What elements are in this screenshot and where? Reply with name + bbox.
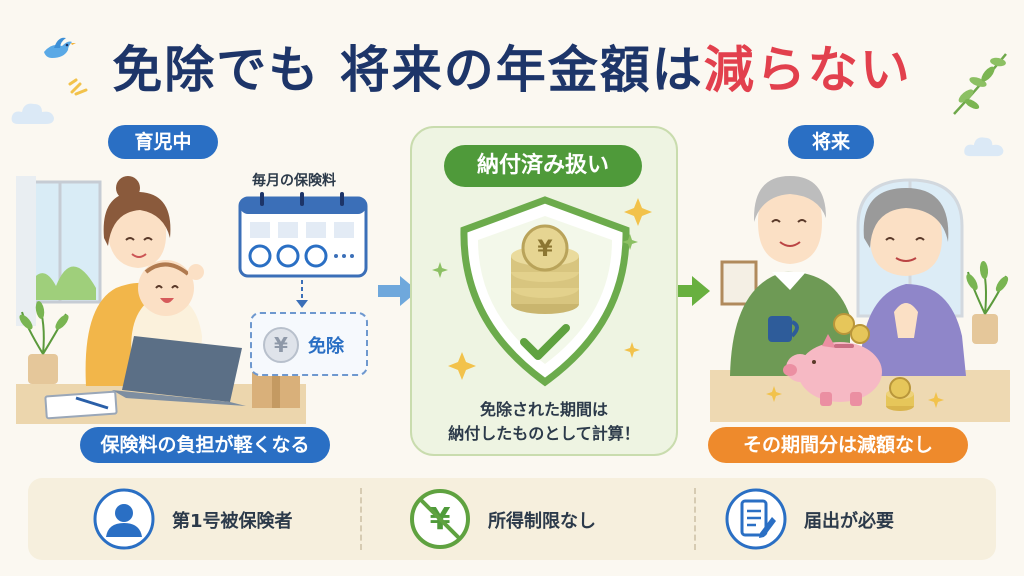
feature-label-no-income-limit: 所得制限なし bbox=[488, 511, 596, 532]
caption-childcare: 保険料の負担が軽くなる bbox=[80, 427, 330, 463]
cloud-icon bbox=[964, 137, 1004, 157]
feature-label-notification-required: 届出が必要 bbox=[804, 511, 894, 532]
title-highlight: 減らない bbox=[703, 41, 912, 99]
tag-treated-as-paid: 納付済み扱い bbox=[444, 145, 642, 187]
center-line1: 免除された期間は bbox=[479, 400, 608, 419]
caption-no-reduction: その期間分は減額なし bbox=[708, 427, 968, 463]
svg-text:¥: ¥ bbox=[274, 333, 288, 357]
page-title: 免除でも 将来の年金額は減らない bbox=[112, 41, 912, 99]
tag-future: 将来 bbox=[788, 125, 874, 159]
feature-label-category: 第1号被保険者 bbox=[172, 511, 293, 532]
document-pen-icon bbox=[725, 488, 787, 550]
bird-icon bbox=[44, 37, 76, 58]
calendar-label: 毎月の保険料 bbox=[252, 173, 336, 189]
center-description: 免除された期間は 納付したものとして計算！ bbox=[410, 398, 678, 446]
dashed-down-arrow-icon bbox=[296, 280, 308, 308]
yen-coin-icon: ¥ bbox=[263, 327, 299, 363]
tag-childcare: 育児中 bbox=[108, 125, 218, 159]
arrow-right-icon bbox=[670, 276, 710, 306]
divider bbox=[694, 488, 696, 550]
calendar-icon bbox=[238, 192, 368, 278]
divider bbox=[360, 488, 362, 550]
svg-text:¥: ¥ bbox=[537, 237, 553, 262]
features-bar bbox=[28, 478, 996, 560]
shield-coins-icon: ¥ bbox=[432, 196, 652, 387]
elderly-couple-illustration bbox=[710, 176, 1010, 422]
center-line2: 納付したものとして計算！ bbox=[448, 424, 640, 443]
leaf-branch-icon bbox=[953, 53, 1007, 115]
exempt-box: ¥ 免除 bbox=[250, 312, 368, 376]
cloud-icon bbox=[11, 103, 55, 124]
arrow-right-icon bbox=[378, 276, 418, 306]
parent-with-baby-illustration bbox=[16, 176, 306, 424]
sparkle-lines-icon bbox=[68, 78, 88, 96]
no-yen-icon: ¥ bbox=[410, 489, 470, 549]
exempt-label: 免除 bbox=[308, 336, 344, 357]
person-icon bbox=[93, 488, 155, 550]
